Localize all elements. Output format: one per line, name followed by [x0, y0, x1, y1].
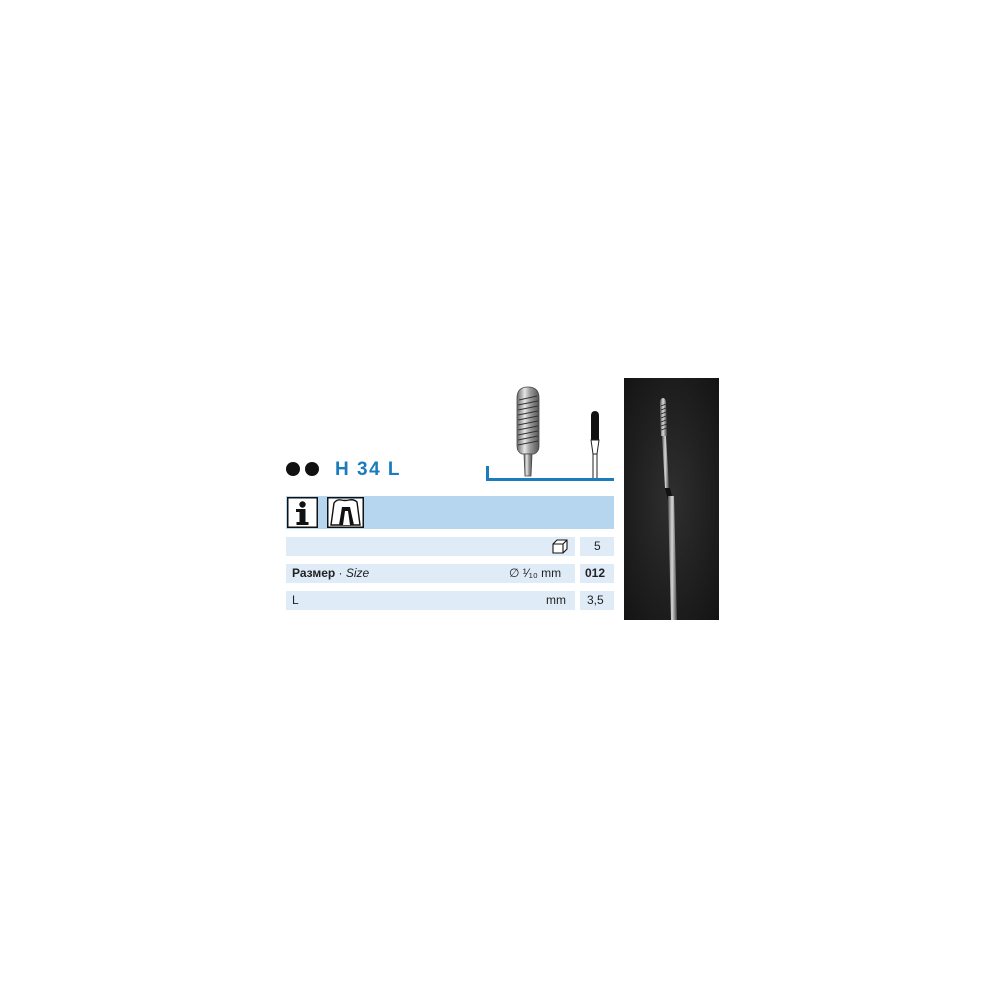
pack-row: [286, 537, 575, 556]
length-unit: mm: [546, 593, 566, 607]
length-label: L: [292, 593, 299, 607]
length-value: 3,5: [587, 593, 604, 607]
size-unit: ∅ ¹⁄₁₀ mm: [509, 564, 561, 583]
bur-head-illustration: [516, 386, 540, 477]
size-label: Размер · Size: [292, 564, 369, 583]
size-value-cell: [580, 564, 614, 583]
grade-dot: [286, 462, 300, 476]
bracket-line: [486, 466, 614, 481]
cross-section-profile-icon[interactable]: [327, 497, 364, 528]
product-code: H 34 L: [335, 459, 402, 480]
size-separator: ·: [335, 566, 346, 580]
package-box-icon: [552, 539, 568, 554]
length-value-cell: [580, 591, 614, 610]
size-row: [286, 564, 575, 583]
pack-quantity: 5: [594, 539, 601, 553]
bur-size-silhouette: [590, 411, 600, 480]
pack-value-cell: [580, 537, 614, 556]
size-value: 012: [585, 566, 606, 580]
size-unit-mm: mm: [541, 566, 562, 580]
grade-dot: [305, 462, 319, 476]
size-label-ru: Размер: [292, 566, 336, 580]
product-photo: [624, 378, 719, 620]
grade-dots: [286, 462, 319, 476]
diameter-symbol: ∅: [509, 566, 520, 580]
info-icon[interactable]: [287, 497, 318, 528]
size-unit-fraction: ¹⁄₁₀: [522, 566, 538, 580]
length-row: [286, 591, 575, 610]
size-label-en: Size: [345, 566, 370, 580]
